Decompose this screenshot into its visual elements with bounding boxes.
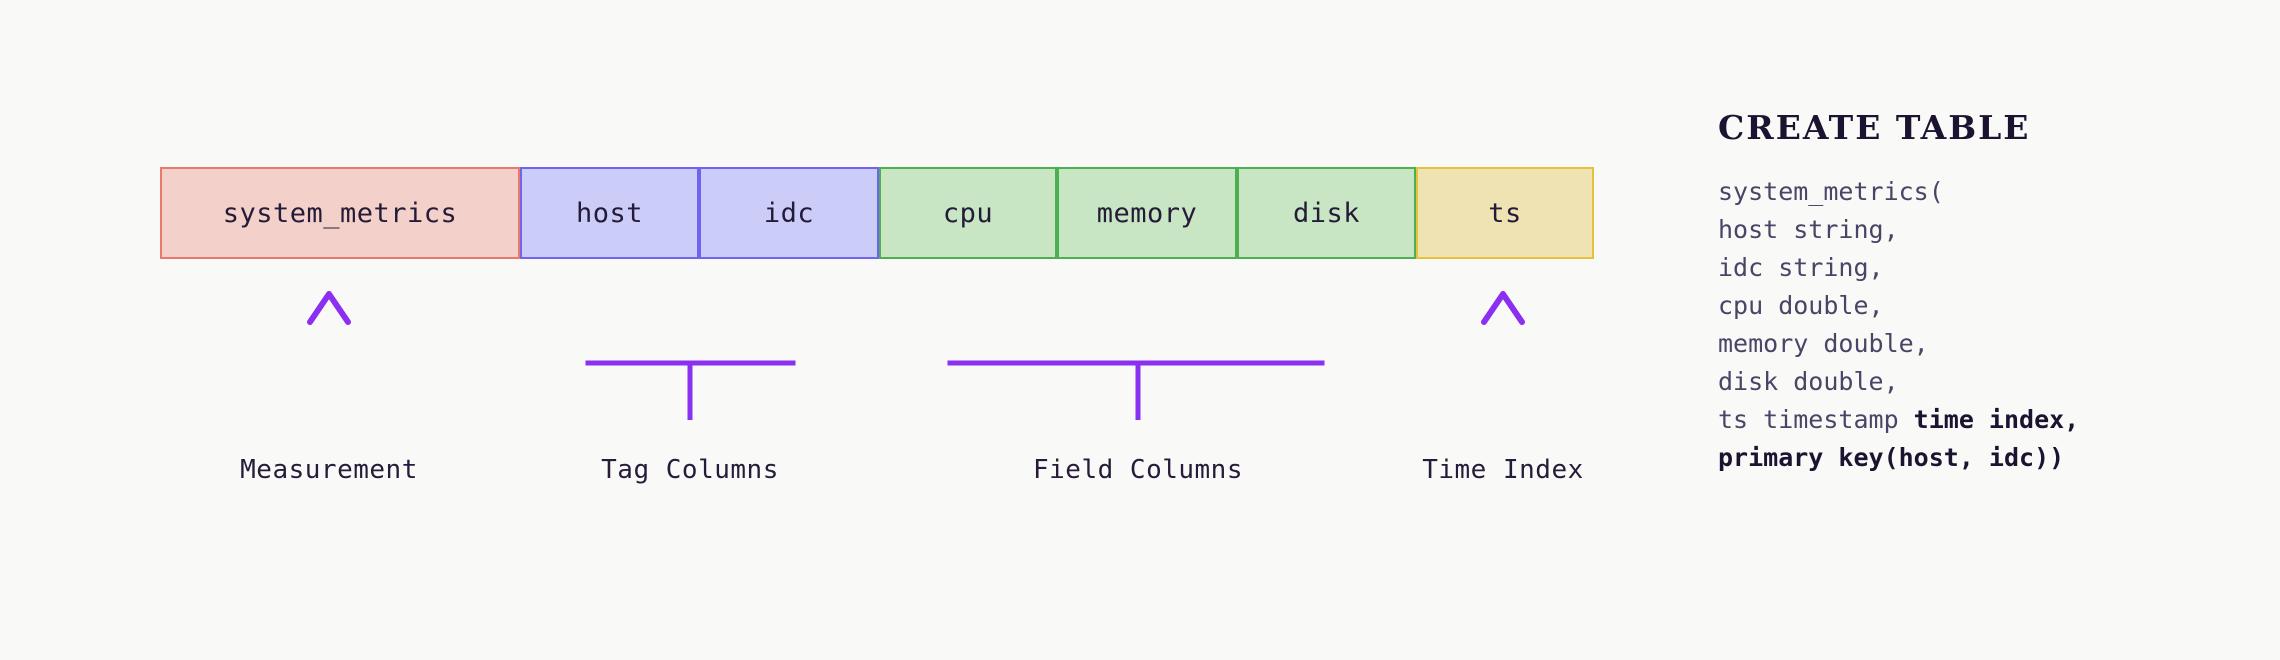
annotation-label-time-index: Time Index: [1422, 455, 1584, 485]
schema-box-label: idc: [763, 197, 815, 229]
schema-box-label: host: [575, 197, 644, 229]
sql-line: primary key(host, idc)): [1718, 439, 2238, 477]
sql-text: memory double,: [1718, 329, 1929, 358]
schema-box-label: system_metrics: [222, 197, 458, 229]
schema-box-label: cpu: [942, 197, 994, 229]
schema-box-disk[interactable]: disk: [1237, 167, 1416, 259]
sql-line: memory double,: [1718, 325, 2238, 363]
annotation-label-field-columns: Field Columns: [1033, 455, 1243, 485]
sql-text: disk double,: [1718, 367, 1899, 396]
schema-box-idc[interactable]: idc: [699, 167, 879, 259]
schema-box-label: disk: [1292, 197, 1361, 229]
sql-text: host string,: [1718, 215, 1899, 244]
sql-line: disk double,: [1718, 363, 2238, 401]
schema-box-cpu[interactable]: cpu: [879, 167, 1057, 259]
schema-box-host[interactable]: host: [520, 167, 699, 259]
annotation-label-tag-columns: Tag Columns: [601, 455, 779, 485]
sql-keyword: primary key(host, idc)): [1718, 443, 2065, 472]
schema-box-memory[interactable]: memory: [1057, 167, 1237, 259]
schema-box-ts[interactable]: ts: [1416, 167, 1594, 259]
schema-column-row: system_metrics host idc cpu memory disk ts: [160, 167, 1594, 259]
create-table-heading: CREATE TABLE: [1718, 108, 2031, 147]
create-table-panel: CREATE TABLE system_metrics(host string,…: [1718, 108, 2238, 477]
tag-columns-bracket: [585, 300, 796, 420]
schema-box-system-metrics[interactable]: system_metrics: [160, 167, 520, 259]
sql-line: cpu double,: [1718, 287, 2238, 325]
measurement-arrow: [307, 291, 351, 413]
sql-line: host string,: [1718, 211, 2238, 249]
sql-text: system_metrics(: [1718, 177, 1944, 206]
sql-line: idc string,: [1718, 249, 2238, 287]
field-columns-bracket: [947, 300, 1325, 420]
sql-line: ts timestamp time index,: [1718, 401, 2238, 439]
annotation-label-measurement: Measurement: [240, 455, 418, 485]
sql-text: ts timestamp: [1718, 405, 1914, 434]
schema-box-label: ts: [1488, 197, 1522, 229]
schema-box-label: memory: [1096, 197, 1198, 229]
create-table-sql: system_metrics(host string, idc string, cp…: [1718, 173, 2238, 477]
sql-keyword: time index,: [1913, 405, 2080, 434]
sql-text: cpu double,: [1718, 291, 1884, 320]
sql-line: system_metrics(: [1718, 173, 2238, 211]
time-index-arrow: [1481, 291, 1525, 413]
sql-text: idc string,: [1718, 253, 1884, 282]
